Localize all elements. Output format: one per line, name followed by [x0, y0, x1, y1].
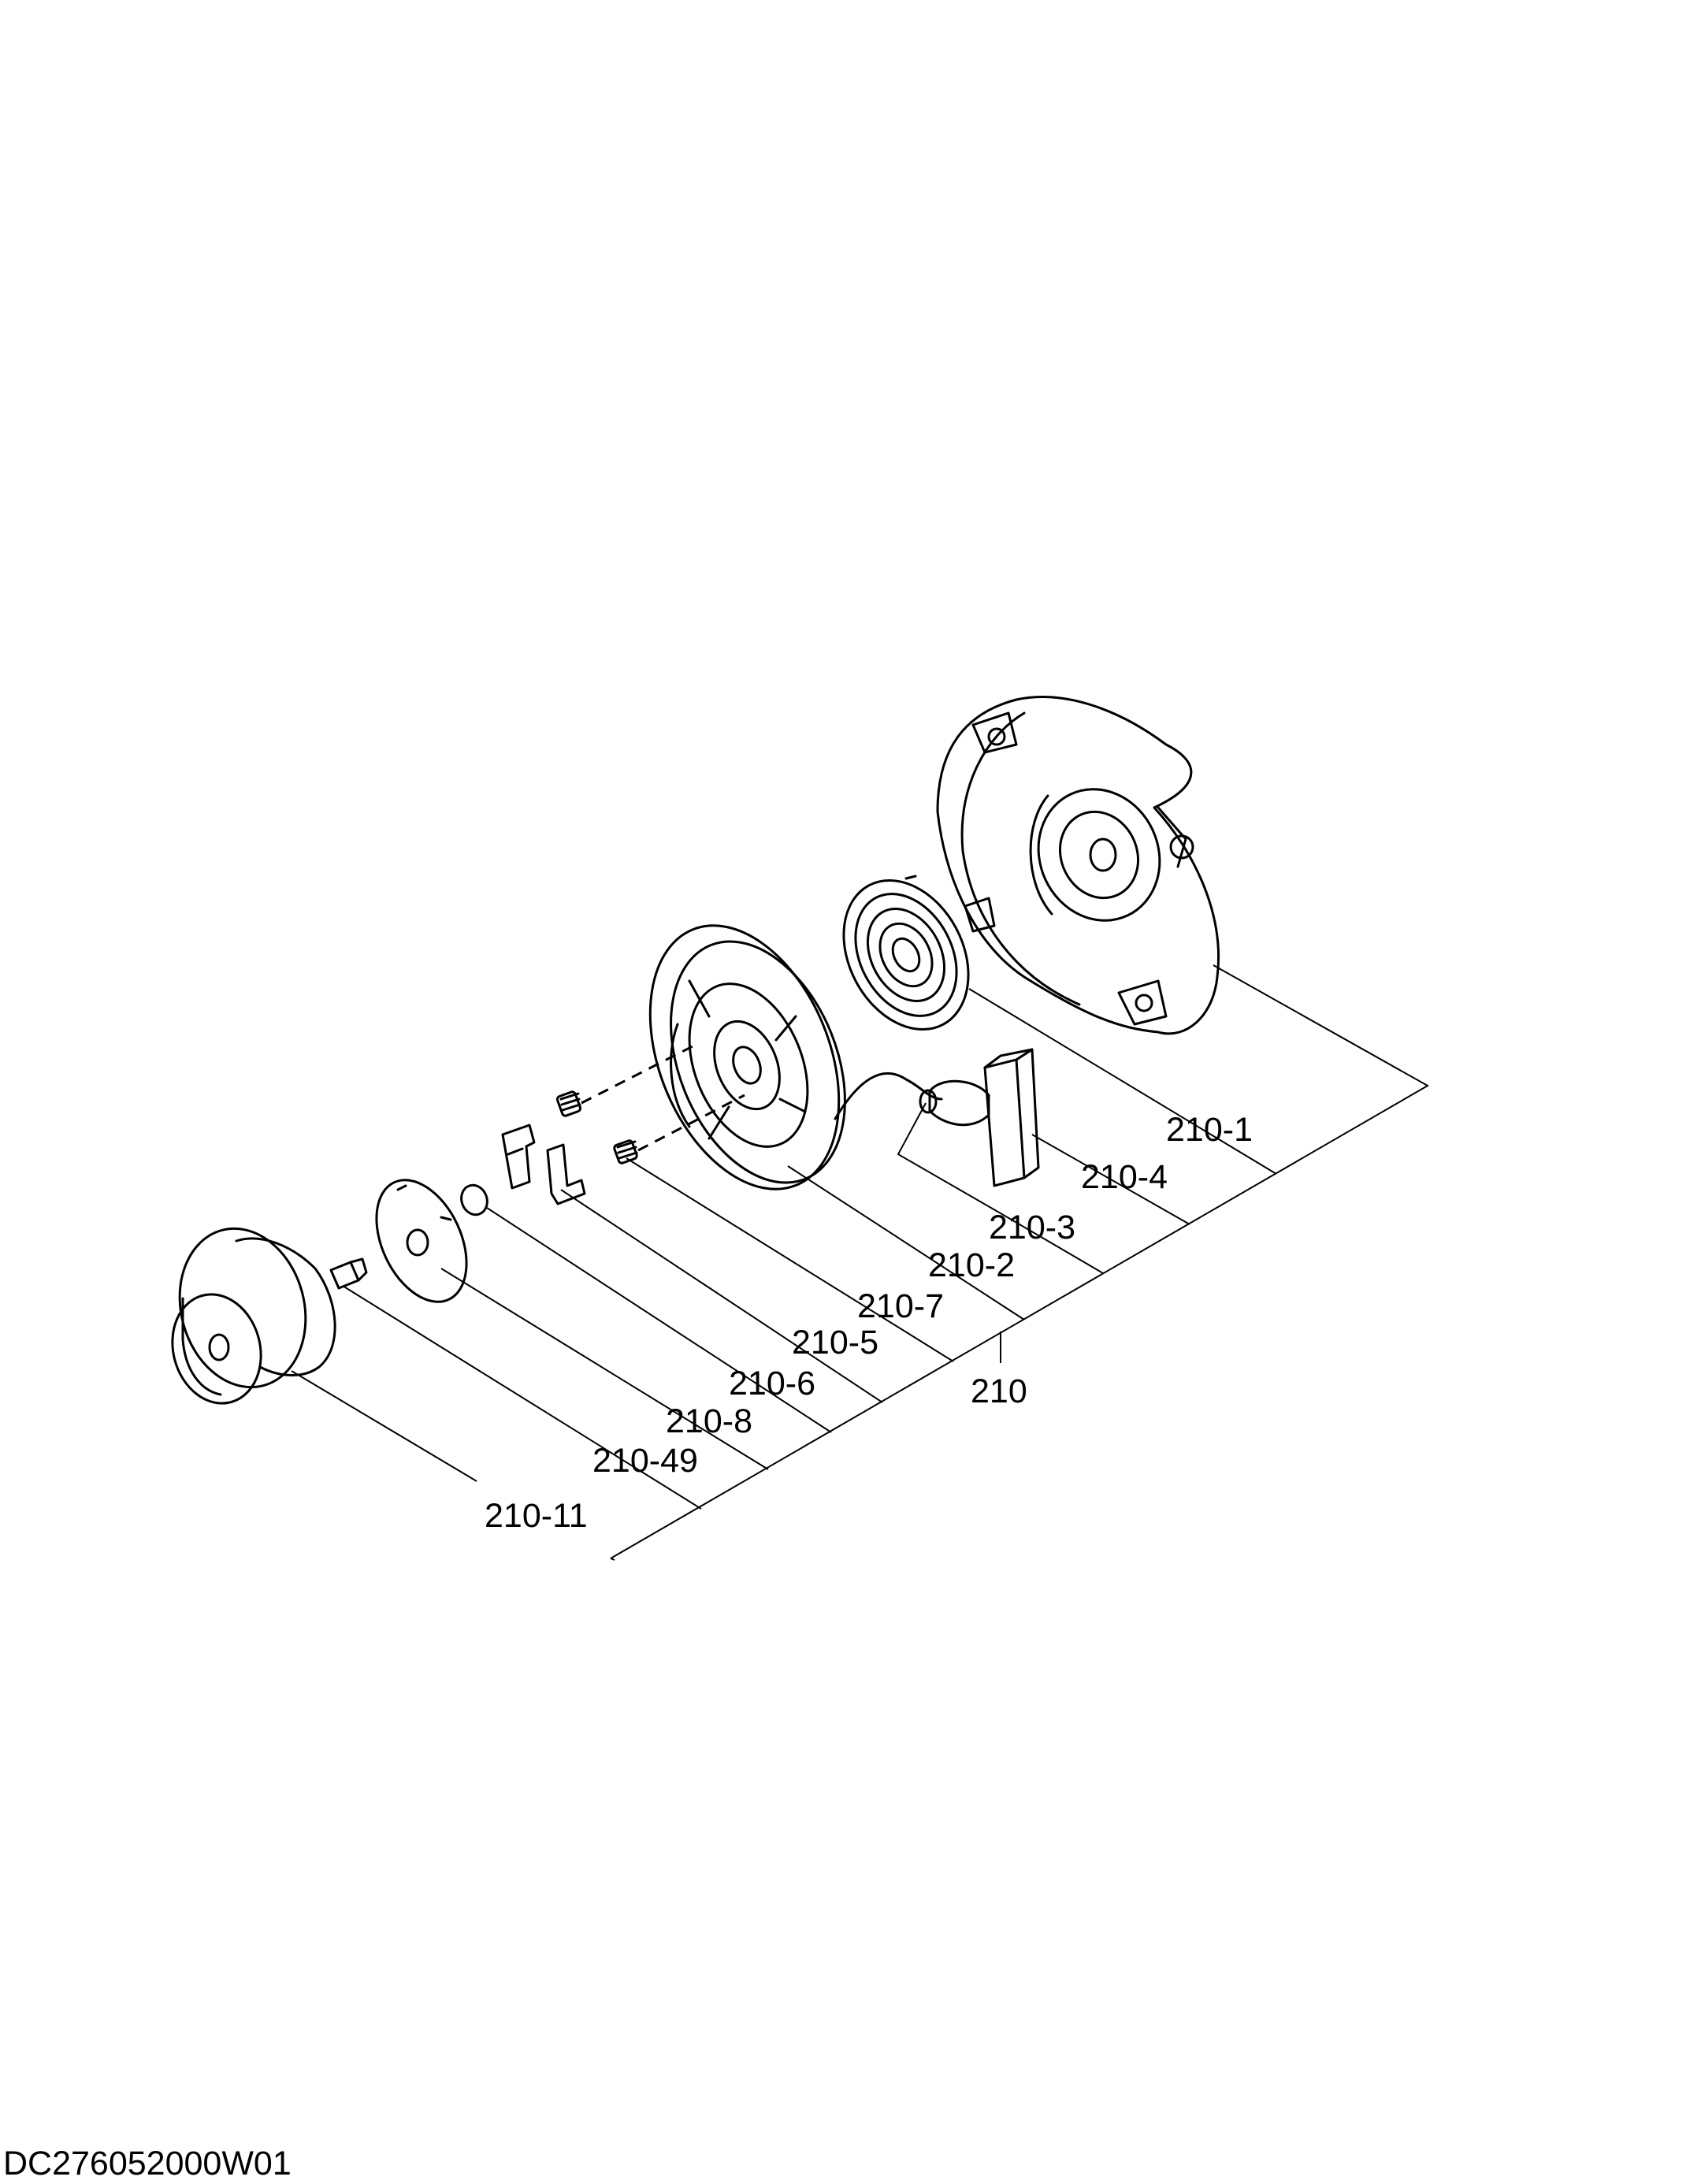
callout-210-4: 210-4	[1081, 1158, 1168, 1196]
part-210-49-bolt	[329, 1257, 368, 1290]
leader-lines	[291, 964, 1430, 1561]
callout-210-7: 210-7	[857, 1287, 944, 1325]
callout-210-8: 210-8	[666, 1402, 752, 1440]
callout-210-49: 210-49	[592, 1442, 698, 1480]
part-210-5-spring-upper	[555, 1090, 582, 1117]
part-210-4-spring	[842, 875, 970, 1031]
callout-210-11: 210-11	[485, 1497, 588, 1535]
callout-210-5: 210-5	[792, 1324, 878, 1361]
part-210-1-housing	[936, 696, 1220, 1035]
callout-210: 210	[971, 1372, 1027, 1410]
callout-210-1: 210-1	[1166, 1111, 1253, 1149]
callout-210-2: 210-2	[928, 1246, 1015, 1284]
document-code: DC276052000W01	[3, 2145, 292, 2182]
part-210-7-spring-lower	[613, 1139, 638, 1164]
part-210-6-snap-ring	[460, 1183, 488, 1216]
part-pawl-right	[546, 1143, 586, 1205]
assembly-axis-lower	[637, 1094, 745, 1152]
part-pawl-left	[501, 1124, 536, 1190]
part-210-3-handle	[919, 1048, 1040, 1187]
part-210-2-reel	[648, 924, 846, 1190]
part-210-11-starter-cup	[171, 1227, 336, 1405]
callout-210-6: 210-6	[729, 1365, 815, 1402]
callout-210-3: 210-3	[989, 1209, 1075, 1246]
part-210-8-friction-plate	[375, 1179, 468, 1303]
assembly-axis-upper	[581, 1042, 698, 1105]
